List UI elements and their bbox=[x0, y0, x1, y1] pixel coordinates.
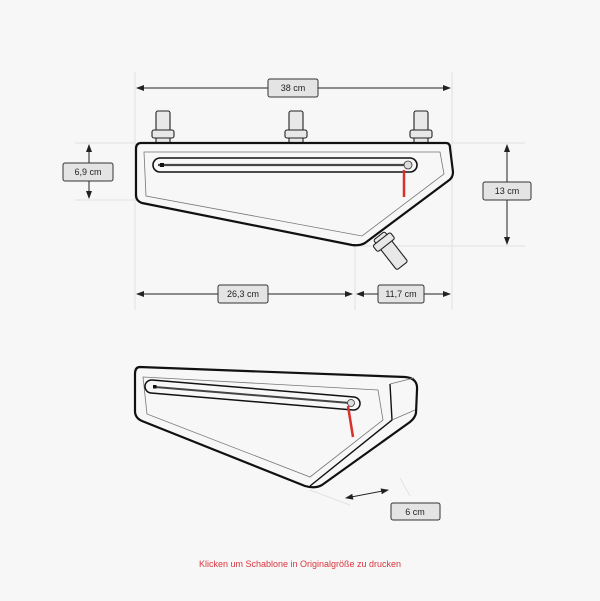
dimension-length-top: 38 cm bbox=[136, 78, 451, 98]
dimension-height-front: 6,9 cm bbox=[62, 144, 114, 199]
bag-perspective-view bbox=[133, 365, 419, 489]
strap-icon bbox=[372, 231, 408, 270]
zipper-icon bbox=[152, 157, 418, 197]
dimension-height-total: 13 cm bbox=[482, 144, 532, 245]
dimension-width: 6 cm bbox=[345, 488, 441, 521]
svg-text:13 cm: 13 cm bbox=[495, 186, 520, 196]
print-template-link[interactable]: Klicken um Schablone in Originalgröße zu… bbox=[198, 559, 402, 569]
svg-text:6 cm: 6 cm bbox=[405, 507, 425, 517]
top-straps bbox=[151, 110, 433, 270]
strap-icon bbox=[409, 110, 433, 146]
bag-side-view bbox=[134, 141, 455, 247]
zipper-icon bbox=[144, 379, 361, 438]
svg-text:26,3 cm: 26,3 cm bbox=[227, 289, 259, 299]
strap-icon bbox=[284, 110, 308, 146]
zipper-pull bbox=[346, 405, 355, 438]
strap-icon bbox=[151, 110, 175, 146]
svg-text:6,9 cm: 6,9 cm bbox=[74, 167, 101, 177]
svg-text:38 cm: 38 cm bbox=[281, 83, 306, 93]
dimension-length-bottom: 26,3 cm bbox=[136, 284, 353, 304]
dimension-length-angled: 11,7 cm bbox=[356, 284, 451, 304]
svg-text:11,7 cm: 11,7 cm bbox=[385, 289, 416, 299]
